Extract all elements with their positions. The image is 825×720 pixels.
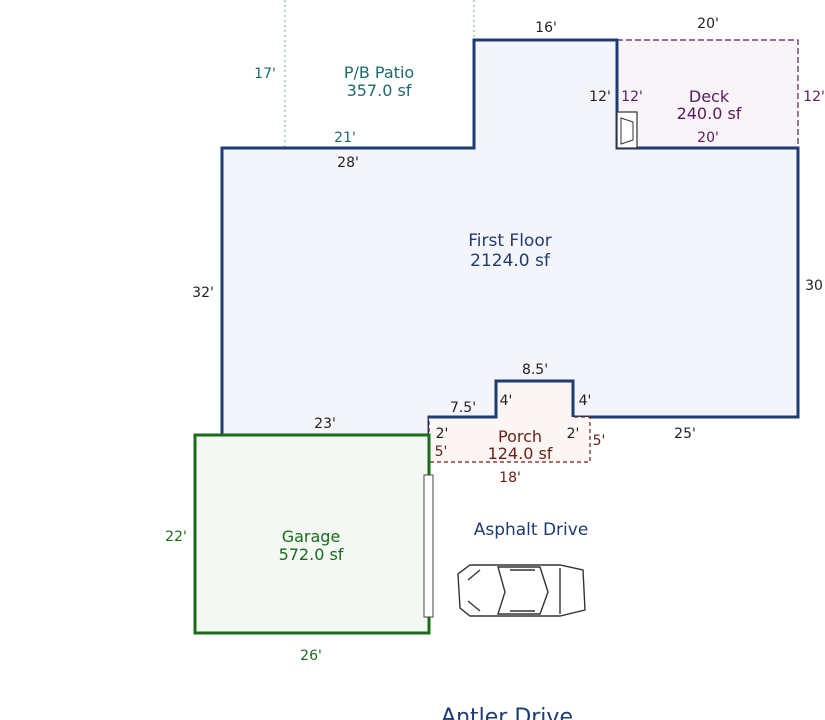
garage-outline	[193, 433, 431, 635]
dim-garage-left: 22'	[165, 529, 187, 545]
garage-name: Garage	[282, 527, 341, 546]
deck-outline	[616, 39, 799, 149]
dim-patio-left: 17'	[254, 66, 276, 82]
fireplace-symbol	[616, 111, 638, 149]
dim-floor-left: 32'	[192, 285, 214, 301]
dim-porch-step-left-v: 4'	[500, 393, 513, 409]
dim-porch-left-upper: 2'	[436, 426, 449, 442]
dim-deck-right: 12'	[803, 89, 825, 105]
deck-name: Deck	[689, 87, 730, 106]
dim-patio-bottom: 21'	[334, 130, 356, 146]
dim-porch-left-lower: 5'	[435, 444, 448, 460]
dim-porch-right-lower: 5'	[593, 433, 606, 449]
dim-deck-left: 12'	[621, 89, 643, 105]
deck-area: 240.0 sf	[677, 104, 742, 123]
garage-area: 572.0 sf	[279, 545, 344, 564]
patio-area: 357.0 sf	[347, 81, 412, 100]
dim-porch-step-left-h: 7.5'	[450, 400, 476, 416]
dim-deck-bottom: 20'	[697, 130, 719, 146]
street-label: Antler Drive	[441, 705, 573, 720]
patio-area	[284, 0, 475, 148]
first-floor-name: First Floor	[468, 231, 551, 251]
garage-door	[423, 474, 434, 618]
car-icon	[457, 564, 586, 617]
dim-upper-top: 16'	[535, 20, 557, 36]
dim-floor-bottom-right: 25'	[674, 426, 696, 442]
first-floor-area: 2124.0 sf	[470, 251, 551, 271]
dim-deck-top: 20'	[697, 16, 719, 32]
porch-name: Porch	[498, 427, 542, 446]
dim-floor-right: 30	[805, 278, 823, 294]
porch-area: 124.0 sf	[488, 444, 553, 463]
dim-upper-right: 12'	[589, 89, 611, 105]
dim-porch-bottom: 18'	[499, 470, 521, 486]
dim-porch-top: 8.5'	[522, 362, 548, 378]
dim-garage-bottom: 26'	[300, 648, 322, 664]
porch-wall	[429, 379, 575, 419]
drive-label: Asphalt Drive	[474, 520, 589, 540]
dim-porch-right-upper: 2'	[567, 426, 580, 442]
dim-floor-bottom-left: 23'	[314, 416, 336, 432]
dim-porch-step-right-v: 4'	[579, 393, 592, 409]
patio-name: P/B Patio	[344, 63, 414, 82]
dim-floor-top-left: 28'	[337, 155, 359, 171]
